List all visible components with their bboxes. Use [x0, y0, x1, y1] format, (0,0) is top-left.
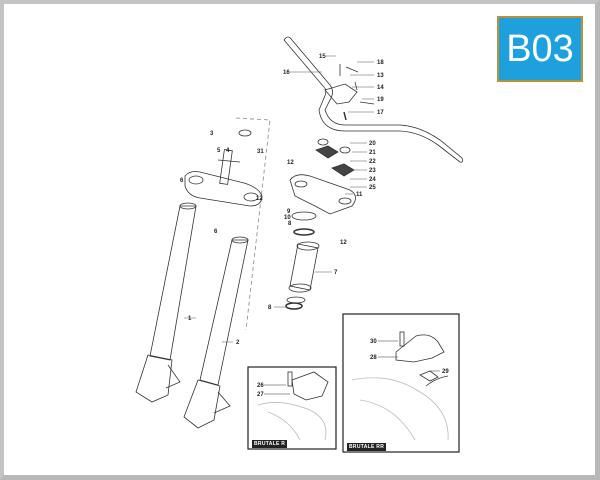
inset-label-brutale-r: BRUTALE R	[252, 440, 288, 448]
fork-leg-right	[183, 236, 249, 429]
callout-4: 4	[226, 148, 230, 154]
callout-2: 2	[236, 340, 240, 346]
inset-brutale-r	[247, 366, 337, 450]
callout-23: 23	[369, 168, 376, 174]
callout-1: 1	[188, 316, 192, 322]
callout-21: 21	[369, 150, 376, 156]
inset-label-brutale-rr: BRUTALE RR	[347, 443, 387, 451]
lower-triple-clamp	[289, 174, 356, 215]
callout-8b: 8	[288, 221, 292, 227]
callout-8: 8	[268, 305, 272, 311]
callout-labels: 1 2 3 4 5 6 6 7 8 8 9 10 11 12 12 12 13 …	[180, 54, 449, 398]
callout-6: 6	[180, 178, 184, 184]
handlebar	[283, 36, 464, 163]
callout-12: 12	[287, 160, 294, 166]
section-code-badge: B03	[497, 16, 583, 82]
fork-leg-left	[135, 202, 197, 403]
callout-18: 18	[377, 60, 384, 66]
callout-7: 7	[334, 270, 338, 276]
callout-14: 14	[377, 85, 384, 91]
callout-27: 27	[257, 392, 264, 398]
callout-13: 13	[377, 73, 384, 79]
callout-12c: 12	[340, 240, 347, 246]
callout-24: 24	[369, 177, 376, 183]
callout-22: 22	[369, 159, 376, 165]
callout-20: 20	[369, 141, 376, 147]
callout-11: 11	[356, 192, 363, 198]
inset-brutale-rr	[342, 313, 460, 453]
callout-28: 28	[370, 355, 377, 361]
callout-3: 3	[210, 131, 214, 137]
callout-5: 5	[217, 148, 221, 154]
callout-15: 15	[319, 54, 326, 60]
callout-19: 19	[377, 97, 384, 103]
callout-12b: 12	[256, 196, 263, 202]
steering-stem	[289, 243, 319, 291]
upper-triple-clamp	[184, 171, 263, 207]
callout-17: 17	[377, 110, 384, 116]
callout-26: 26	[257, 383, 264, 389]
callout-25: 25	[369, 185, 376, 191]
callout-6b: 6	[214, 229, 218, 235]
callout-16: 16	[283, 70, 290, 76]
callout-31: 31	[257, 149, 264, 155]
callout-10: 10	[284, 215, 291, 221]
callout-30: 30	[370, 339, 377, 345]
callout-9: 9	[287, 209, 291, 215]
callout-29: 29	[442, 369, 449, 375]
